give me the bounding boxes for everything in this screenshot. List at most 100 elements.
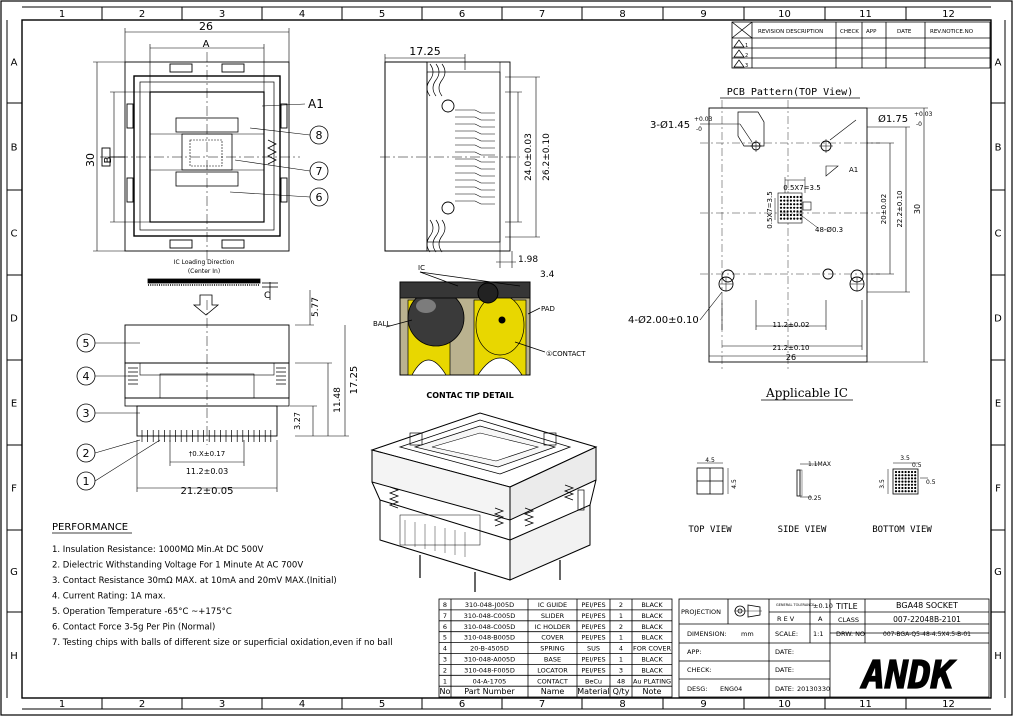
- socket-front-view: [124, 300, 290, 445]
- pcb-dim-05x7v: 0.5X7=3.5: [766, 191, 774, 228]
- tb-tol-val: ±0.10: [813, 602, 833, 610]
- bga-ball: [914, 474, 917, 477]
- tb-rev-val: A: [818, 615, 823, 623]
- side-contact-spring: [455, 172, 495, 177]
- bom-cell: 1: [619, 612, 623, 620]
- grid-col-label-top: 6: [459, 9, 465, 20]
- bga-ball: [904, 474, 907, 477]
- bom-cell: 1: [619, 634, 623, 642]
- bga-ball: [898, 470, 901, 474]
- pcb-pad: [796, 206, 799, 209]
- performance-title: PERFORMANCE: [52, 522, 128, 533]
- rev-mark-1: 1: [745, 43, 748, 49]
- pcb-pad: [796, 213, 799, 217]
- side-dim-24: 24.0±0.03: [524, 133, 534, 181]
- pcb-hole-small-tol2: -0: [696, 126, 702, 133]
- rev-header-date: DATE: [897, 29, 912, 35]
- pcb-pattern: [700, 100, 880, 370]
- performance-item: 4. Current Rating: 1A max.: [52, 592, 166, 602]
- pcb-pad: [779, 210, 783, 213]
- bga-ball: [910, 470, 914, 474]
- bom-cell: BLACK: [641, 666, 663, 674]
- rev-header-desc: REVISION DESCRIPTION: [758, 29, 823, 35]
- pcb-pad: [783, 195, 786, 199]
- tb-date-label-3: DATE:: [775, 685, 794, 693]
- pcb-pad: [796, 203, 799, 206]
- pcb-pad: [786, 199, 789, 202]
- grid-row-label-right: H: [994, 651, 1002, 662]
- side-contact-spring: [455, 193, 495, 198]
- bom-cell: BLACK: [641, 601, 663, 609]
- pcb-pad: [779, 199, 783, 202]
- bom-table: [438, 598, 673, 698]
- grid-row-label-right: E: [995, 399, 1001, 410]
- bga-ball: [907, 480, 910, 483]
- grid-row-label-left: D: [10, 314, 18, 325]
- bom-header: No: [440, 687, 451, 696]
- bom-cell: BLACK: [641, 623, 663, 631]
- grid-row-label-left: F: [11, 484, 17, 495]
- bga-ball: [907, 483, 910, 486]
- tb-scale-val: 1:1: [813, 630, 823, 638]
- pcb-pad: [789, 206, 793, 209]
- tb-dwg-val: 007-BGA-Q5-48-4.5X4.5-B-01: [883, 631, 971, 638]
- pcb-pad: [783, 199, 786, 202]
- pcb-pad: [799, 203, 802, 206]
- pcb-pad: [789, 213, 793, 217]
- bom-cell: 4: [619, 645, 623, 653]
- bga-ball: [894, 483, 898, 486]
- performance-item: 3. Contact Resistance 30mΩ MAX. at 10mA …: [52, 576, 337, 586]
- contact-tip-detail: [385, 271, 546, 376]
- side-dim-262: 26.2±0.10: [542, 133, 552, 181]
- pcb-pad: [796, 210, 799, 213]
- bga-ball: [907, 474, 910, 477]
- grid-row-label-left: B: [11, 143, 18, 154]
- tb-app-label: APP:: [687, 648, 701, 656]
- bga-ball: [894, 486, 898, 490]
- bom-cell: 310-048-C005D: [464, 612, 515, 620]
- bga-ball: [901, 490, 904, 493]
- revision-table: [731, 21, 991, 69]
- callout-2: 2: [83, 447, 90, 460]
- side-contact-spring: [455, 144, 495, 149]
- tb-title-label: TITLE: [835, 602, 858, 611]
- grid-col-label-top: 12: [942, 9, 955, 20]
- pcb-label-a1: A1: [849, 166, 858, 174]
- pcb-pad: [783, 210, 786, 213]
- pcb-dim-212: 21.2±0.10: [772, 344, 809, 352]
- bom-header: Part Number: [464, 687, 515, 696]
- grid-col-label-top: 1: [59, 9, 65, 20]
- pcb-pad: [786, 213, 789, 217]
- rev-header-check: CHECK: [840, 29, 859, 35]
- bga-ball: [910, 474, 914, 477]
- pcb-pad: [783, 213, 786, 217]
- callout-7: 7: [316, 165, 323, 178]
- grid-col-label-top: 9: [700, 9, 706, 20]
- grid-col-label-bottom: 6: [459, 699, 465, 710]
- pcb-pad: [789, 199, 793, 202]
- callout-5: 5: [83, 337, 90, 350]
- pcb-pad: [783, 217, 786, 220]
- pcb-pad: [789, 210, 793, 213]
- ic-loading-graphic: [147, 278, 278, 316]
- grid-row-label-right: G: [994, 567, 1002, 578]
- side-view-dimensions: [384, 54, 540, 268]
- pcb-pad: [796, 217, 799, 220]
- title-block: [678, 598, 990, 698]
- grid-col-label-bottom: 11: [859, 699, 872, 710]
- bom-cell: PEI/PES: [581, 666, 605, 674]
- bom-cell: 310-048-F005D: [464, 666, 515, 674]
- pcb-pad: [793, 199, 796, 202]
- ic-bottom-dim2: 0.5: [912, 462, 922, 469]
- bga-ball: [904, 470, 907, 474]
- detail-label-ic: IC: [418, 264, 425, 272]
- tb-dwg-label: DRW. NO: [836, 630, 865, 638]
- bom-header: Q/ty: [613, 687, 630, 696]
- bom-cell: 2: [443, 666, 447, 674]
- pcb-dim-26: 26: [786, 353, 796, 362]
- ic-side-view-label: SIDE VIEW: [778, 525, 827, 535]
- bga-ball: [904, 483, 907, 486]
- bga-ball: [894, 477, 898, 480]
- grid-col-label-bottom: 3: [219, 699, 225, 710]
